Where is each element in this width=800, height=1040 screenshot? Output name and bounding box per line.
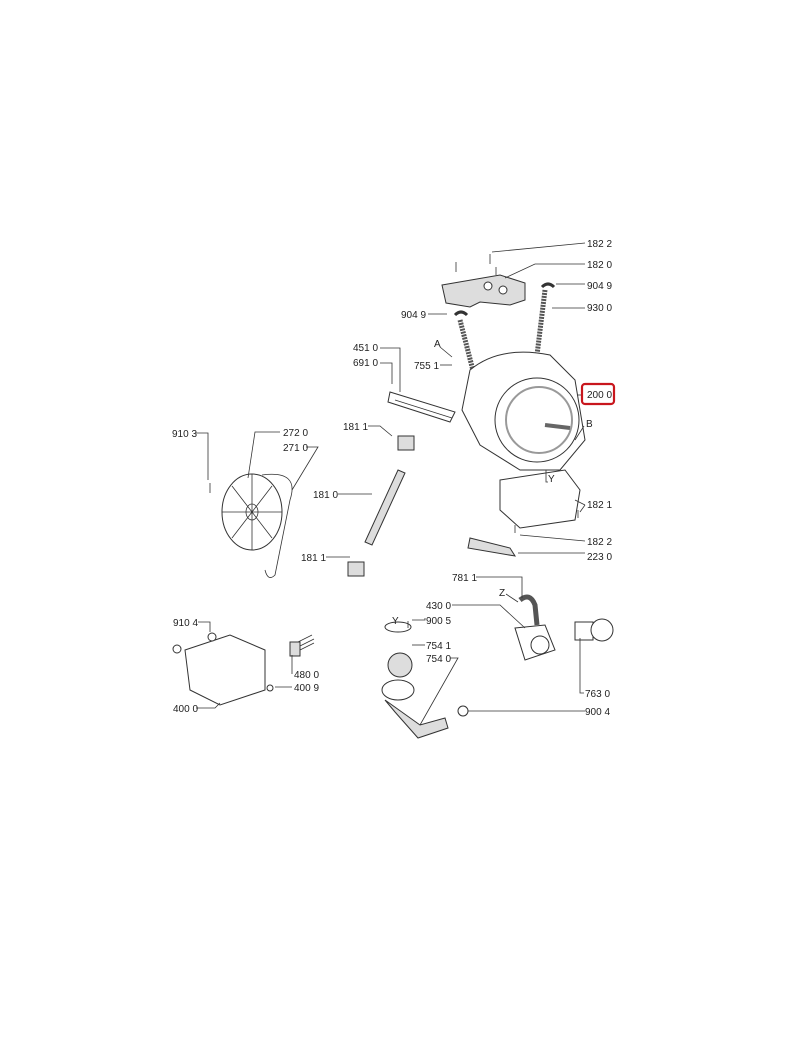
part-label-763-0[interactable]: 763 0 [585,689,610,700]
part-label-480-0[interactable]: 480 0 [294,670,319,681]
part-label-182-2[interactable]: 182 2 [587,239,612,250]
part-label-182-1[interactable]: 182 1 [587,500,612,511]
filter-part[interactable] [574,618,614,642]
part-labels: 182 2 182 0 904 9 930 0 904 9 451 0 691 … [172,239,612,718]
part-label-781-1[interactable]: 781 1 [452,573,477,584]
part-label-181-1[interactable]: 181 1 [343,422,368,433]
sump-hose-part[interactable] [381,621,469,739]
heater-part[interactable] [387,391,456,423]
part-label-a: A [434,339,441,350]
part-label-430-0[interactable]: 430 0 [426,601,451,612]
connector-part[interactable] [289,634,315,657]
part-label-900-5[interactable]: 900 5 [426,616,451,627]
part-label-182-2-lower[interactable]: 182 2 [587,537,612,548]
part-label-754-1[interactable]: 754 1 [426,641,451,652]
part-label-182-0[interactable]: 182 0 [587,260,612,271]
tub-bracket-part[interactable] [499,469,581,533]
part-label-y: Y [548,474,555,485]
part-label-272-0[interactable]: 272 0 [283,428,308,439]
part-label-691-0[interactable]: 691 0 [353,358,378,369]
leader-lines [196,242,586,726]
part-label-b: B [586,419,593,430]
dispenser-part[interactable] [467,537,517,557]
highlighted-part-box [580,382,616,406]
pump-hose-part[interactable] [514,594,556,661]
part-label-200-0-selected[interactable]: 200 0 [587,390,612,401]
part-label-910-4[interactable]: 910 4 [173,618,198,629]
part-label-181-1-lower[interactable]: 181 1 [301,553,326,564]
part-label-z: Z [499,588,505,599]
part-label-271-0[interactable]: 271 0 [283,443,308,454]
part-label-930-0[interactable]: 930 0 [587,303,612,314]
part-label-754-0[interactable]: 754 0 [426,654,451,665]
part-label-755-1[interactable]: 755 1 [414,361,439,372]
part-label-904-9-left[interactable]: 904 9 [401,310,426,321]
tub-cover-part[interactable] [441,254,526,308]
part-label-904-9[interactable]: 904 9 [587,281,612,292]
part-label-y-lower: Y [392,616,399,627]
part-label-181-0[interactable]: 181 0 [313,490,338,501]
motor-part[interactable] [172,632,274,706]
pulley-belt-part[interactable] [209,473,293,578]
part-label-900-4[interactable]: 900 4 [585,707,610,718]
part-label-400-0[interactable]: 400 0 [173,704,198,715]
part-label-400-9[interactable]: 400 9 [294,683,319,694]
part-label-451-0[interactable]: 451 0 [353,343,378,354]
tub-part[interactable] [461,351,586,471]
shock-absorber-part[interactable] [347,435,415,577]
part-label-223-0[interactable]: 223 0 [587,552,612,563]
part-label-910-3[interactable]: 910 3 [172,429,197,440]
